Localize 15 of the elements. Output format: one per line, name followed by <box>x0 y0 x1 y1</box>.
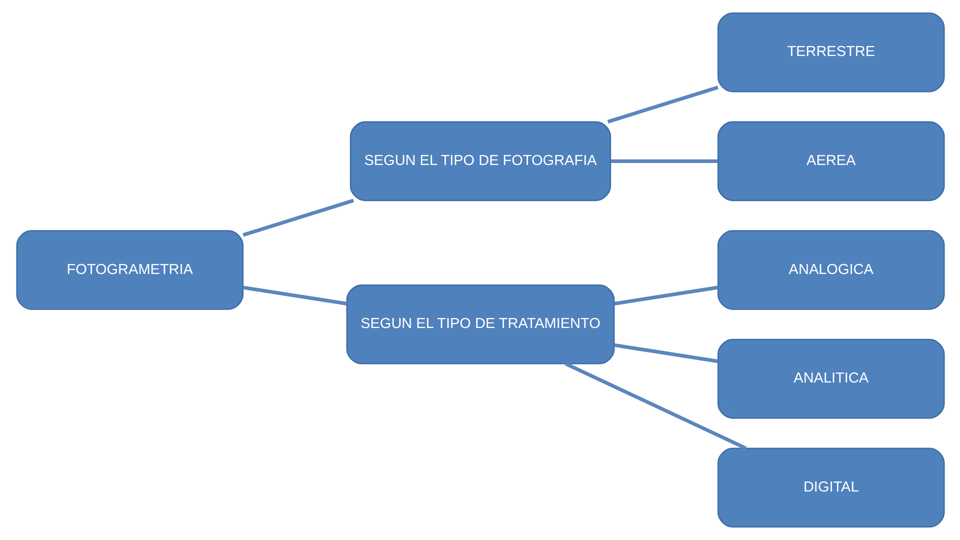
connector <box>614 343 718 364</box>
node-box: DIGITAL <box>716 448 944 528</box>
connector <box>242 198 354 237</box>
node-box: ANALOGICA <box>716 230 944 310</box>
connector <box>610 159 718 163</box>
node-box: SEGUN EL TIPO DE FOTOGRAFIA <box>349 121 611 202</box>
node-box: SEGUN EL TIPO DE TRATAMIENTO <box>346 284 614 364</box>
node-box: TERRESTRE <box>716 12 944 92</box>
node-box: ANALITICA <box>716 338 944 419</box>
connector <box>614 286 718 306</box>
connector <box>242 286 347 306</box>
connector <box>606 86 718 124</box>
node-box: FOTOGRAMETRIA <box>16 230 244 310</box>
connector <box>564 362 746 450</box>
node-box: AEREA <box>716 121 944 202</box>
